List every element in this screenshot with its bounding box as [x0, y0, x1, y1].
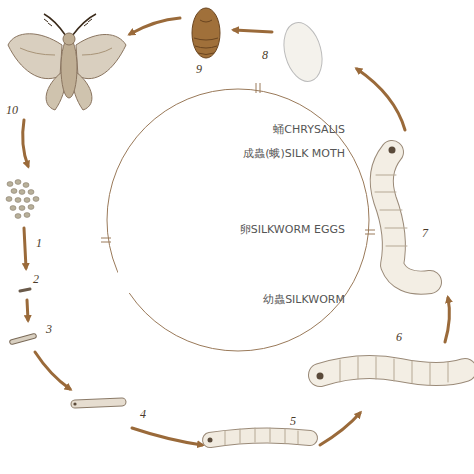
cycle-circle: 蛹CHRYSALIS 成蟲(蛾)SILK MOTH 卵SILKWORM EGGS 幼蟲…: [106, 88, 370, 352]
callout-number: 4: [140, 407, 146, 422]
cocoon: [278, 18, 328, 85]
silkworm-eggs: [6, 180, 39, 219]
callout-number: 2: [33, 272, 39, 287]
cycle-arrows: [23, 18, 450, 445]
silk-moth: [8, 14, 126, 110]
callout-number: 7: [422, 226, 428, 241]
stage-label: 蛹CHRYSALIS: [273, 122, 345, 137]
stage-label: 卵SILKWORM EGGS: [240, 222, 345, 237]
callout-number: 5: [290, 414, 296, 429]
callout-number: 6: [396, 330, 402, 345]
stage-label: 幼蟲SILKWORM: [263, 292, 345, 307]
callout-number: 8: [262, 48, 268, 63]
chrysalis: [192, 8, 220, 58]
silkworm-larvae: [12, 147, 465, 446]
callout-number: 10: [6, 103, 18, 118]
callout-number: 3: [46, 322, 52, 337]
callout-number: 1: [36, 236, 42, 251]
stage-label: 成蟲(蛾)SILK MOTH: [243, 146, 345, 161]
callout-number: 9: [196, 62, 202, 77]
